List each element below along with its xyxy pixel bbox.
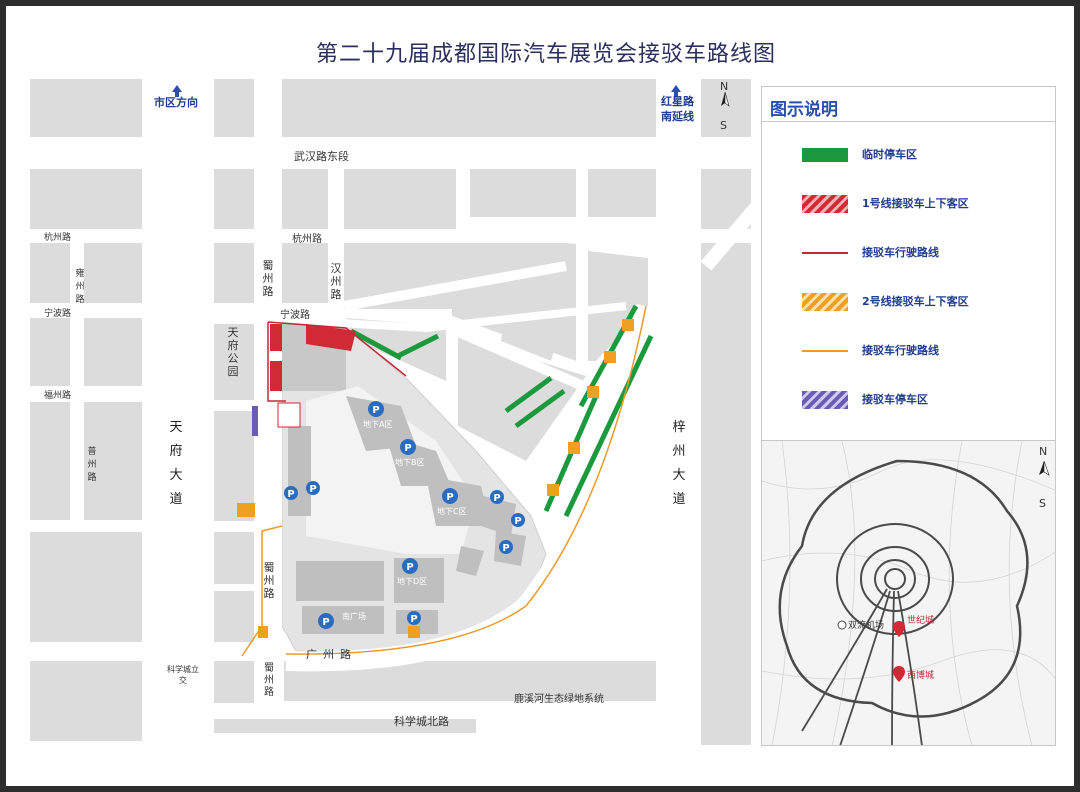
road-tianfu-avenue: 天府大道 bbox=[169, 420, 183, 507]
parking-label-c: 地下C区 bbox=[437, 507, 467, 516]
regional-map-svg bbox=[762, 441, 1055, 745]
inset-airport-label: 双流机场 bbox=[848, 621, 885, 631]
road-puzhou: 普州路 bbox=[87, 447, 97, 483]
line2-route bbox=[285, 305, 647, 655]
road-kexuecheng-north: 科学城北路 bbox=[394, 715, 449, 728]
line1-pickup-zones bbox=[270, 324, 356, 428]
inset-compass-s: S bbox=[1039, 497, 1046, 510]
svg-text:P: P bbox=[372, 405, 379, 416]
inset-venue-label: 世纪城 bbox=[907, 616, 935, 626]
road-yongzhou: 雍州路 bbox=[75, 269, 85, 305]
road-hangzhou: 杭州路 bbox=[292, 234, 322, 245]
svg-text:P: P bbox=[322, 617, 329, 628]
legend-panel: 图示说明 临时停车区 1号线接驳车上下客区 接驳车行驶路线 2号线接驳车上下客区… bbox=[761, 86, 1056, 441]
svg-text:P: P bbox=[493, 493, 500, 504]
road-ningbo: 宁波路 bbox=[280, 310, 310, 321]
parking-label-d: 地下D区 bbox=[397, 577, 428, 586]
svg-text:P: P bbox=[406, 562, 413, 573]
west-expo-marker-icon bbox=[893, 666, 905, 682]
legend-item-line1-zone: 1号线接驳车上下客区 bbox=[802, 192, 1042, 216]
legend-item-line2-zone: 2号线接驳车上下客区 bbox=[802, 290, 1042, 314]
tianfu-park-label: 天府公园 bbox=[227, 326, 239, 378]
legend-swatch bbox=[802, 148, 848, 162]
venue-map[interactable]: P P P P P P P P P P P bbox=[6, 6, 1074, 786]
svg-text:P: P bbox=[410, 614, 417, 625]
road-shuzhou-bottom: 蜀州路 bbox=[264, 663, 274, 698]
road-shuzhou: 蜀州路 bbox=[262, 259, 274, 298]
kexuecheng-interchange: 科学城立交 bbox=[167, 665, 199, 685]
compass-s: S bbox=[720, 119, 727, 132]
parking-label-b: 地下B区 bbox=[395, 458, 425, 467]
line1-route bbox=[267, 321, 407, 377]
legend-item-line2-route: 接驳车行驶路线 bbox=[802, 339, 1042, 363]
svg-text:P: P bbox=[446, 492, 453, 503]
road-shuzhou-lower: 蜀州路 bbox=[263, 561, 275, 600]
city-direction-label: 市区方向 bbox=[154, 96, 198, 109]
road-wuhan-east: 武汉路东段 bbox=[294, 150, 349, 163]
parking-icons bbox=[284, 401, 525, 629]
line2-pickup-zones bbox=[237, 319, 634, 638]
compass-n: N bbox=[720, 80, 729, 93]
inset-west-expo-label: 西博城 bbox=[907, 671, 935, 681]
legend-swatch bbox=[802, 293, 848, 311]
page-title: 第二十九届成都国际汽车展览会接驳车路线图 bbox=[315, 42, 776, 67]
svg-text:P: P bbox=[309, 484, 316, 495]
legend-swatch bbox=[802, 391, 848, 409]
road-hanzhou: 汉州路 bbox=[330, 262, 342, 301]
parking-label-south: 南广场 bbox=[342, 612, 366, 621]
regional-inset-map[interactable]: 世纪城 西博城 双流机场 N S bbox=[761, 441, 1056, 746]
svg-text:P: P bbox=[514, 516, 521, 527]
road-fuzhou: 福州路 bbox=[44, 391, 72, 401]
svg-text:P: P bbox=[502, 543, 509, 554]
legend-item-line1-route: 接驳车行驶路线 bbox=[802, 241, 1042, 265]
road-zizhou-avenue: 梓州大道 bbox=[672, 420, 686, 507]
legend-swatch bbox=[802, 252, 848, 254]
airport-icon bbox=[837, 620, 847, 630]
shuttle-parking-zone bbox=[252, 406, 258, 436]
legend-item-shuttle-park: 接驳车停车区 bbox=[802, 388, 1042, 412]
legend-title: 图示说明 bbox=[770, 100, 838, 120]
inset-compass-n: N bbox=[1039, 445, 1048, 458]
parking-label-a: 地下A区 bbox=[363, 420, 393, 429]
road-hangzhou-left: 杭州路 bbox=[44, 233, 72, 243]
legend-swatch bbox=[802, 195, 848, 213]
compass-icon bbox=[721, 91, 730, 107]
svg-text:P: P bbox=[287, 489, 294, 500]
hongxing-direction-label: 红星路南延线 bbox=[661, 95, 694, 123]
road-guangzhou: 广州路 bbox=[306, 648, 357, 661]
legend-item-temp-parking: 临时停车区 bbox=[802, 143, 1042, 167]
road-ningbo-left: 宁波路 bbox=[44, 309, 72, 319]
svg-text:P: P bbox=[404, 443, 411, 454]
venue-marker-icon bbox=[893, 621, 905, 637]
legend-swatch bbox=[802, 350, 848, 352]
luxi-park-label: 鹿溪河生态绿地系统 bbox=[514, 694, 604, 705]
direction-arrows bbox=[172, 85, 681, 97]
